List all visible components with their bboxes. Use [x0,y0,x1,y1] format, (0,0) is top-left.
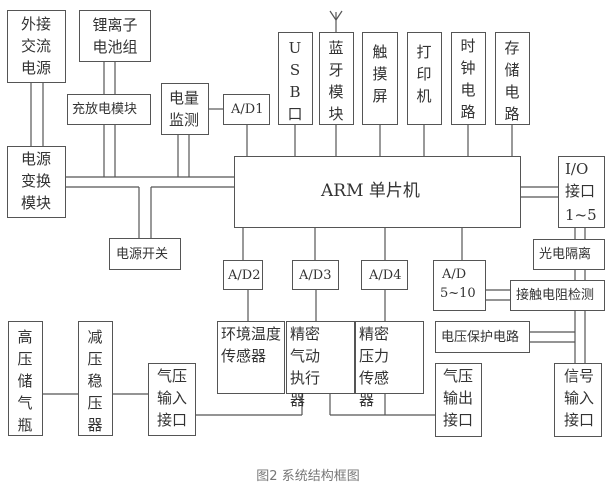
ad5-10-block: A/D 5~10 [433,260,486,311]
ad2-block: A/D2 [223,260,263,290]
pneumatic-actuator-block: 精密气动执行器 [286,321,355,409]
gas-bottle-label: 高压储气瓶 [17,328,33,434]
voltage-protect-block: 电压保护电路 [435,321,530,353]
power-switch-block: 电源开关 [109,238,181,270]
usb-block: USB口 [278,32,313,125]
power-convert-block: 电源变换模块 [7,146,66,218]
ad5-10-label-1: A/D [442,267,467,282]
temp-sensor-block: 环境温度传感器 [217,321,285,394]
charge-module-block: 充放电模块 [67,94,151,125]
gas-bottle-block: 高压储气瓶 [8,321,43,436]
opto-isolation-block: 光电隔离 [533,239,605,270]
pressure-sensor-block: 精密压力传感器 [355,321,424,409]
storage-block: 存储电路 [495,32,530,125]
ad3-block: A/D3 [292,260,339,290]
signal-input-block: 信号输入接口 [554,363,602,437]
li-battery-label: 锂离子电池组 [92,16,138,56]
bluetooth-block: 蓝牙模块 [319,32,354,125]
ad3-label: A/D3 [299,268,332,283]
voltage-protect-label: 电压保护电路 [441,330,520,345]
air-input-block: 气压输入接口 [148,363,196,436]
ad2-label: A/D2 [228,268,261,283]
arm-mcu-block: ARM 单片机 [234,156,521,228]
power-switch-label: 电源开关 [116,247,169,262]
arm-mcu-label: ARM 单片机 [321,181,420,201]
air-output-block: 气压输出接口 [435,363,482,437]
contact-resistance-block: 接触电阻检测 [510,280,605,311]
power-monitor-block: 电量监测 [161,83,209,135]
clock-label: 时钟电路 [460,37,476,121]
touchscreen-block: 触摸屏 [362,32,398,125]
charge-module-label: 充放电模块 [72,102,138,117]
ad1-label: A/D1 [231,102,264,117]
io-label-3: 1~5 [565,206,597,224]
usb-label: USB口 [287,39,303,123]
power-monitor-label: 电量监测 [168,89,199,129]
pneumatic-actuator-label: 精密气动执行器 [290,325,321,409]
ad1-block: A/D1 [223,94,270,125]
storage-label: 存储电路 [504,39,520,123]
power-convert-label: 电源变换模块 [20,150,51,212]
li-battery-block: 锂离子电池组 [79,10,151,62]
signal-input-label: 信号输入接口 [563,367,594,429]
air-output-label: 气压输出接口 [442,367,473,429]
contact-resistance-label: 接触电阻检测 [516,288,595,303]
ac-power-block: 外接交流电源 [7,10,66,83]
regulator-block: 减压稳压器 [78,321,113,436]
pressure-sensor-label: 精密压力传感器 [359,325,390,409]
printer-block: 打印机 [407,32,442,125]
touchscreen-label: 触摸屏 [372,43,388,105]
ac-power-label: 外接交流电源 [20,15,51,77]
io-label-1: I/O [565,160,589,178]
printer-label: 打印机 [416,43,432,105]
io-label-2: 接口 [565,182,596,200]
temp-sensor-label: 环境温度传感器 [221,325,282,365]
ad5-10-label-2: 5~10 [440,286,476,301]
io-interface-block: I/O 接口 1~5 [558,156,605,228]
air-input-label: 气压输入接口 [156,367,187,429]
clock-block: 时钟电路 [451,32,486,125]
opto-isolation-label: 光电隔离 [539,247,592,262]
bluetooth-label: 蓝牙模块 [328,39,344,123]
figure-caption: 图2 系统结构框图 [256,469,360,484]
regulator-label: 减压稳压器 [87,328,103,434]
ad4-block: A/D4 [361,260,408,290]
ad4-label: A/D4 [369,268,402,283]
